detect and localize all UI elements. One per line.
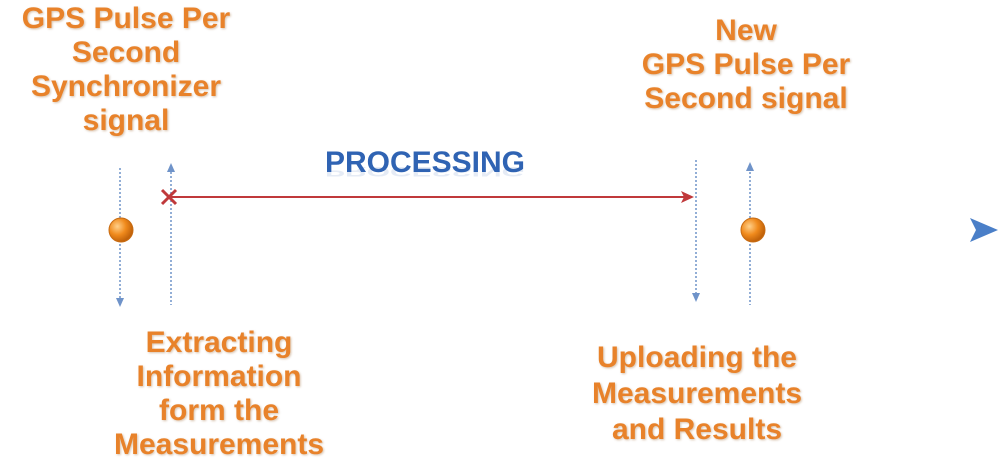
extracting-label: Extracting Information form the Measurem…: [113, 326, 325, 461]
guide-new-gps-up: [746, 162, 754, 305]
start-cross-icon: [160, 188, 178, 206]
uploading-label: Uploading the Measurements and Results: [591, 341, 803, 446]
new-gps-marker: [740, 217, 766, 243]
new-gps-label: New GPS Pulse Per Second signal: [641, 14, 851, 115]
gps-sync-label: GPS Pulse Per Second Synchronizer signal: [21, 2, 231, 137]
processing-label: PROCESSING: [324, 146, 526, 179]
timeline-axis: [120, 218, 998, 242]
gps-sync-marker: [108, 217, 134, 243]
processing-arrow-head: [681, 191, 694, 203]
processing-arrow: [160, 188, 694, 206]
guide-uploading-down: [692, 160, 700, 302]
timeline-arrow-head: [970, 218, 998, 242]
guide-extracting-up: [167, 163, 175, 305]
